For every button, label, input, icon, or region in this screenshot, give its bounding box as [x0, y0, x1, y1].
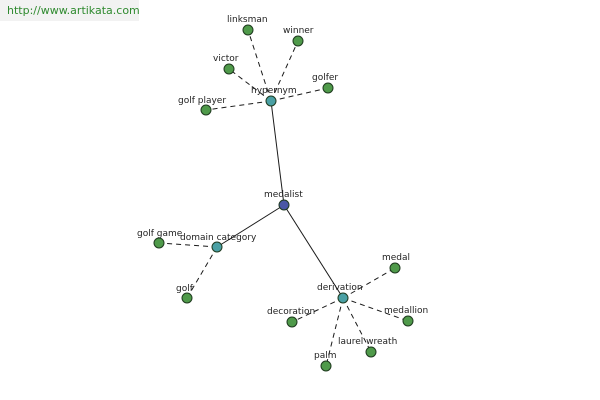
edge-domain-category-to-golf-game [158, 242, 218, 248]
leaf-node-dot[interactable] [402, 315, 414, 327]
node-label: winner [283, 26, 314, 36]
node-label: golf game [137, 229, 183, 239]
edge-hypernym-to-victor [228, 68, 272, 102]
node-label: hypernym [251, 86, 297, 96]
hub-node-dot[interactable] [211, 241, 223, 253]
leaf-node-dot[interactable] [181, 292, 193, 304]
node-golf-player[interactable]: golf player [178, 96, 226, 116]
leaf-node-dot[interactable] [200, 104, 212, 116]
leaf-node-dot[interactable] [320, 360, 332, 372]
node-victor[interactable]: victor [213, 54, 239, 75]
node-label: derivation [317, 283, 363, 293]
node-label: decoration [267, 307, 315, 317]
node-palm[interactable]: palm [314, 351, 337, 372]
node-linksman[interactable]: linksman [227, 15, 268, 36]
node-laurel-wreath[interactable]: laurel wreath [338, 337, 397, 358]
graph-edges [158, 29, 409, 367]
edge-derivation-to-medallion [342, 297, 409, 322]
node-label: victor [213, 54, 239, 64]
hub-node-dot[interactable] [337, 292, 349, 304]
node-label: domain category [180, 233, 257, 243]
node-label: palm [314, 351, 337, 361]
node-golf-game[interactable]: golf game [137, 229, 183, 249]
edge-domain-category-to-golf [186, 246, 218, 299]
edge-hypernym-to-golf-player [205, 100, 272, 111]
node-label: golfer [312, 73, 338, 83]
node-medalist[interactable]: medalist [264, 190, 303, 211]
node-winner[interactable]: winner [283, 26, 314, 47]
edge-derivation-to-decoration [291, 297, 344, 323]
node-label: medallion [384, 306, 428, 316]
leaf-node-dot[interactable] [286, 316, 298, 328]
watermark-url[interactable]: http://www.artikata.com [0, 0, 140, 21]
leaf-node-dot[interactable] [292, 35, 304, 47]
node-medal[interactable]: medal [382, 253, 410, 274]
node-label: medalist [264, 190, 303, 200]
leaf-node-dot[interactable] [322, 82, 334, 94]
node-hypernym[interactable]: hypernym [251, 86, 297, 107]
leaf-node-dot[interactable] [389, 262, 401, 274]
node-label: laurel wreath [338, 337, 397, 347]
edge-derivation-to-medal [342, 267, 396, 299]
center-node-dot[interactable] [278, 199, 290, 211]
edge-derivation-to-laurel-wreath [342, 297, 372, 353]
edge-derivation-to-palm [325, 297, 344, 367]
node-label: medal [382, 253, 410, 263]
leaf-node-dot[interactable] [223, 63, 235, 75]
edge-medalist-to-domain-category [216, 204, 285, 248]
node-derivation[interactable]: derivation [317, 283, 363, 304]
leaf-node-dot[interactable] [242, 24, 254, 36]
edge-medalist-to-hypernym [270, 100, 285, 206]
edge-hypernym-to-linksman [247, 29, 272, 102]
edge-hypernym-to-golfer [270, 87, 329, 102]
node-domain-category[interactable]: domain category [180, 233, 257, 253]
hub-node-dot[interactable] [265, 95, 277, 107]
node-golfer[interactable]: golfer [312, 73, 338, 94]
node-label: linksman [227, 15, 268, 25]
node-decoration[interactable]: decoration [267, 307, 315, 328]
node-golf[interactable]: golf [176, 284, 194, 304]
node-medallion[interactable]: medallion [384, 306, 428, 327]
leaf-node-dot[interactable] [365, 346, 377, 358]
node-label: golf player [178, 96, 226, 106]
node-label: golf [176, 284, 194, 294]
graph-nodes: medalist hypernym domain category derivatio… [137, 15, 428, 372]
edge-medalist-to-derivation [283, 204, 344, 299]
leaf-node-dot[interactable] [153, 237, 165, 249]
edge-hypernym-to-winner [270, 40, 299, 102]
